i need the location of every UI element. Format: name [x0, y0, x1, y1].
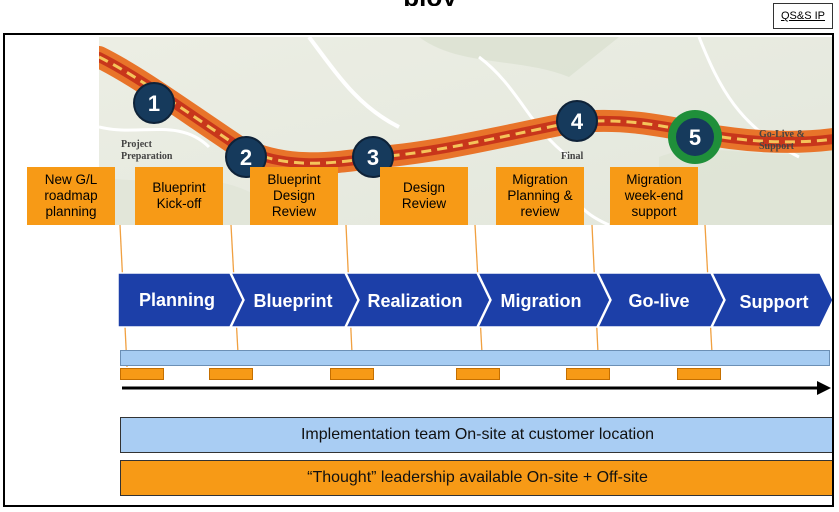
callout-text: Blueprint Design Review	[267, 172, 321, 219]
timeline-arrow-head	[817, 381, 831, 395]
map-terrain	[419, 37, 619, 77]
phase-chevron-blueprint[interactable]	[229, 272, 359, 328]
milestone-label-1: Project Preparation	[121, 139, 173, 162]
svg-text:1: 1	[148, 91, 160, 116]
callout-migration-planning-review: Migration Planning & review	[496, 167, 584, 225]
milestone-label-1-line2: Preparation	[121, 151, 173, 162]
roadmap-overlay	[117, 224, 833, 395]
svg-text:4: 4	[571, 109, 584, 134]
timeline-tick	[677, 368, 721, 380]
phase-chevron-planning[interactable]	[117, 272, 244, 328]
timeline-bar	[120, 350, 830, 366]
map-minor-road	[99, 125, 211, 149]
thought-leadership-band: “Thought” leadership available On-site +…	[120, 460, 832, 496]
phase-chevron-migration[interactable]	[476, 272, 611, 328]
callout-migration-weekend-support: Migration week-end support	[610, 167, 698, 225]
callout-text: Design Review	[401, 180, 447, 211]
timeline-tick	[120, 368, 164, 380]
svg-text:5: 5	[689, 125, 701, 150]
milestone-marker-4: 4	[556, 100, 598, 142]
milestone-label-1-line1: Project	[121, 139, 153, 150]
callout-design-review: Design Review	[380, 167, 468, 225]
phase-chevron-realization[interactable]	[344, 272, 491, 328]
callout-new-gl-roadmap-planning: New G/L roadmap planning	[27, 167, 115, 225]
callout-text: Blueprint Kick-off	[152, 180, 206, 211]
onsite-implementation-band: Implementation team On-site at customer …	[120, 417, 832, 453]
svg-text:2: 2	[240, 145, 252, 170]
timeline-tick	[330, 368, 374, 380]
callout-blueprint-kickoff: Blueprint Kick-off	[135, 167, 223, 225]
milestone-marker-5: 5	[668, 110, 722, 164]
callout-text: New G/L roadmap planning	[44, 172, 98, 219]
phase-chevron-support[interactable]	[710, 272, 833, 328]
timeline-tick	[209, 368, 253, 380]
milestone-marker-2: 2	[225, 136, 267, 178]
milestone-label-4: Final	[561, 151, 583, 162]
callout-blueprint-design-review: Blueprint Design Review	[250, 167, 338, 225]
map-terrain	[659, 147, 832, 225]
milestone-marker-1: 1	[133, 82, 175, 124]
callout-text: Migration week-end support	[624, 172, 684, 219]
milestone-label-5: Go-Live & Support	[759, 129, 807, 152]
map-minor-road	[307, 37, 400, 129]
timeline-tick	[456, 368, 500, 380]
qss-ip-badge[interactable]: QS&S IP	[773, 3, 833, 29]
map-minor-road	[478, 55, 570, 159]
milestone-label-5-line1: Go-Live &	[759, 129, 805, 140]
timeline-tick	[566, 368, 610, 380]
milestone-label-5-line2: Support	[759, 141, 795, 152]
page-title-fragment: ploy	[340, 0, 520, 6]
phase-chevron-go-live[interactable]	[596, 272, 725, 328]
roadmap-frame: 1 Project Preparation 2 3 4 Final 5 Go-L…	[3, 33, 834, 507]
svg-text:3: 3	[367, 145, 379, 170]
callout-text: Migration Planning & review	[507, 172, 573, 219]
